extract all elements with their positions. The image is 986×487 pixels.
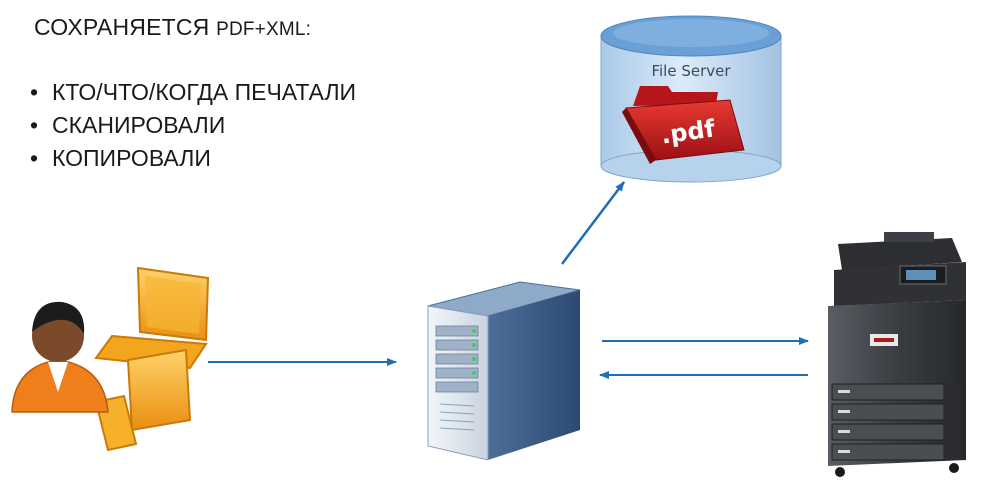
server-tower-icon [427,281,581,461]
bullet-item: СКАНИРОВАЛИ [30,109,356,142]
user-with-devices-icon [11,266,210,452]
database-cylinder-icon [600,15,782,183]
heading-tail: PDF+XML: [216,19,312,40]
file-server-label: File Server [651,62,731,80]
pdf-folder-icon: .pdf [622,86,745,164]
slide-heading: СОХРАНЯЕТСЯ PDF+XML: [34,14,311,41]
arrow-server-to-fileserver [561,181,625,265]
heading-main: СОХРАНЯЕТСЯ [34,14,217,40]
bullet-list: КТО/ЧТО/КОГДА ПЕЧАТАЛИ СКАНИРОВАЛИ КОПИР… [30,76,356,175]
multifunction-printer-icon [828,232,966,477]
bullet-item: КТО/ЧТО/КОГДА ПЕЧАТАЛИ [30,76,356,109]
bullet-item: КОПИРОВАЛИ [30,142,356,175]
